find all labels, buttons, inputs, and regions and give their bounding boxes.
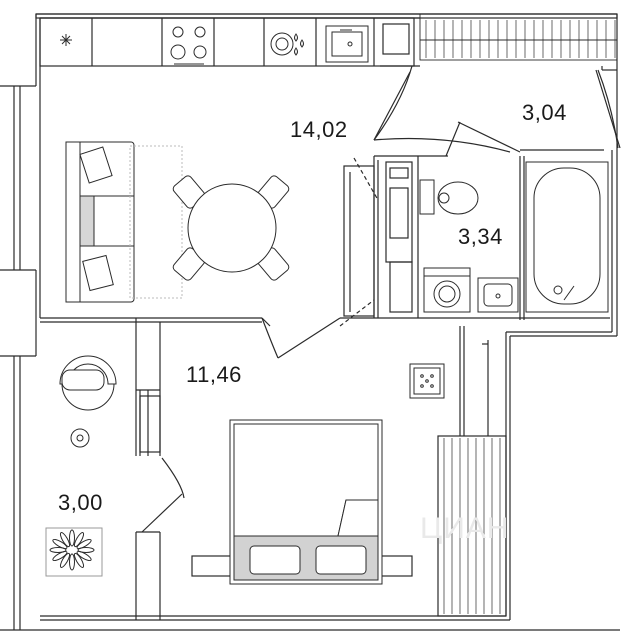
plant-icon (45, 527, 103, 577)
area-label-kitchen-living: 14,02 (290, 117, 348, 142)
toilet-icon (419, 179, 479, 215)
balcony-railing (419, 13, 618, 61)
bathtub-icon (525, 161, 609, 313)
dining-table-icon (172, 175, 290, 281)
washer-icon (423, 267, 471, 313)
interior-walls (40, 317, 378, 391)
hall-closet (437, 326, 507, 617)
area-label-loggia: 3,00 (58, 490, 103, 515)
radiator-icon (409, 363, 445, 399)
small-sink-icon (477, 277, 519, 313)
armchair-icon (59, 355, 117, 411)
balcony-doors (373, 65, 621, 157)
sink-icon (325, 25, 369, 63)
dishwasher-icon (270, 32, 304, 56)
snowflake-icon (60, 34, 72, 46)
area-label-bathroom: 3,34 (458, 224, 503, 249)
side-table-icon (70, 428, 90, 448)
bathroom-walls (339, 155, 610, 327)
watermark: ЦИАН (420, 512, 510, 545)
loggia-partition (135, 390, 185, 620)
kitchen-counter (39, 17, 415, 67)
stove-icon (170, 26, 207, 65)
bed-icon (229, 419, 383, 585)
area-label-bedroom: 11,46 (186, 362, 242, 387)
wardrobe (343, 165, 375, 317)
sofa-icon (65, 141, 183, 303)
outer-walls (0, 13, 620, 631)
area-label-balcony: 3,04 (522, 100, 567, 125)
